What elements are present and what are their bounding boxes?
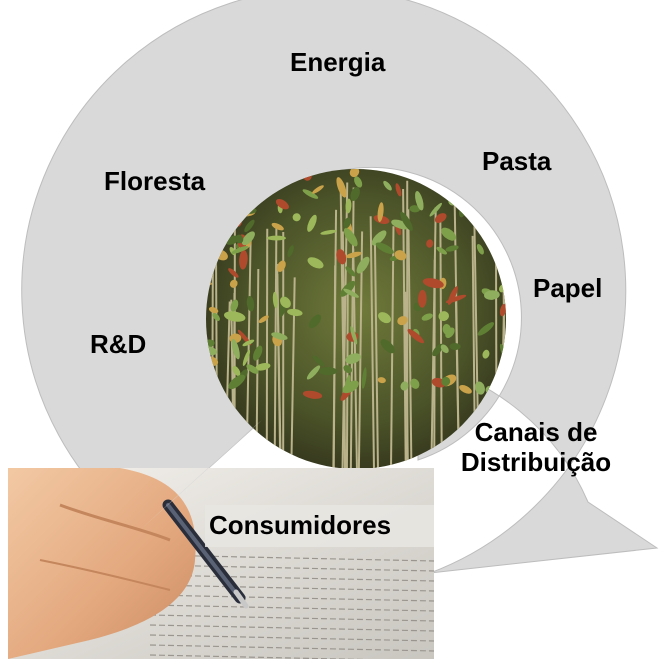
stage-canais-line2: Distribuição bbox=[460, 446, 612, 477]
stage-papel-label: Papel bbox=[533, 273, 603, 303]
stage-consumidores-label: Consumidores bbox=[209, 510, 392, 540]
stage-floresta-label: Floresta bbox=[104, 166, 206, 196]
stage-rd-label: R&D bbox=[90, 329, 147, 359]
stage-pasta-label: Pasta bbox=[482, 146, 552, 176]
stage-canais-line1: Canais de bbox=[474, 417, 598, 447]
stage-energia-label: Energia bbox=[290, 47, 386, 77]
cycle-arrow-ring bbox=[21, 0, 659, 574]
plant-seedlings-photo bbox=[206, 169, 506, 469]
hand-writing-pen-photo bbox=[8, 468, 435, 659]
stage-canais-label: Canais de Distribuição bbox=[446, 417, 626, 478]
